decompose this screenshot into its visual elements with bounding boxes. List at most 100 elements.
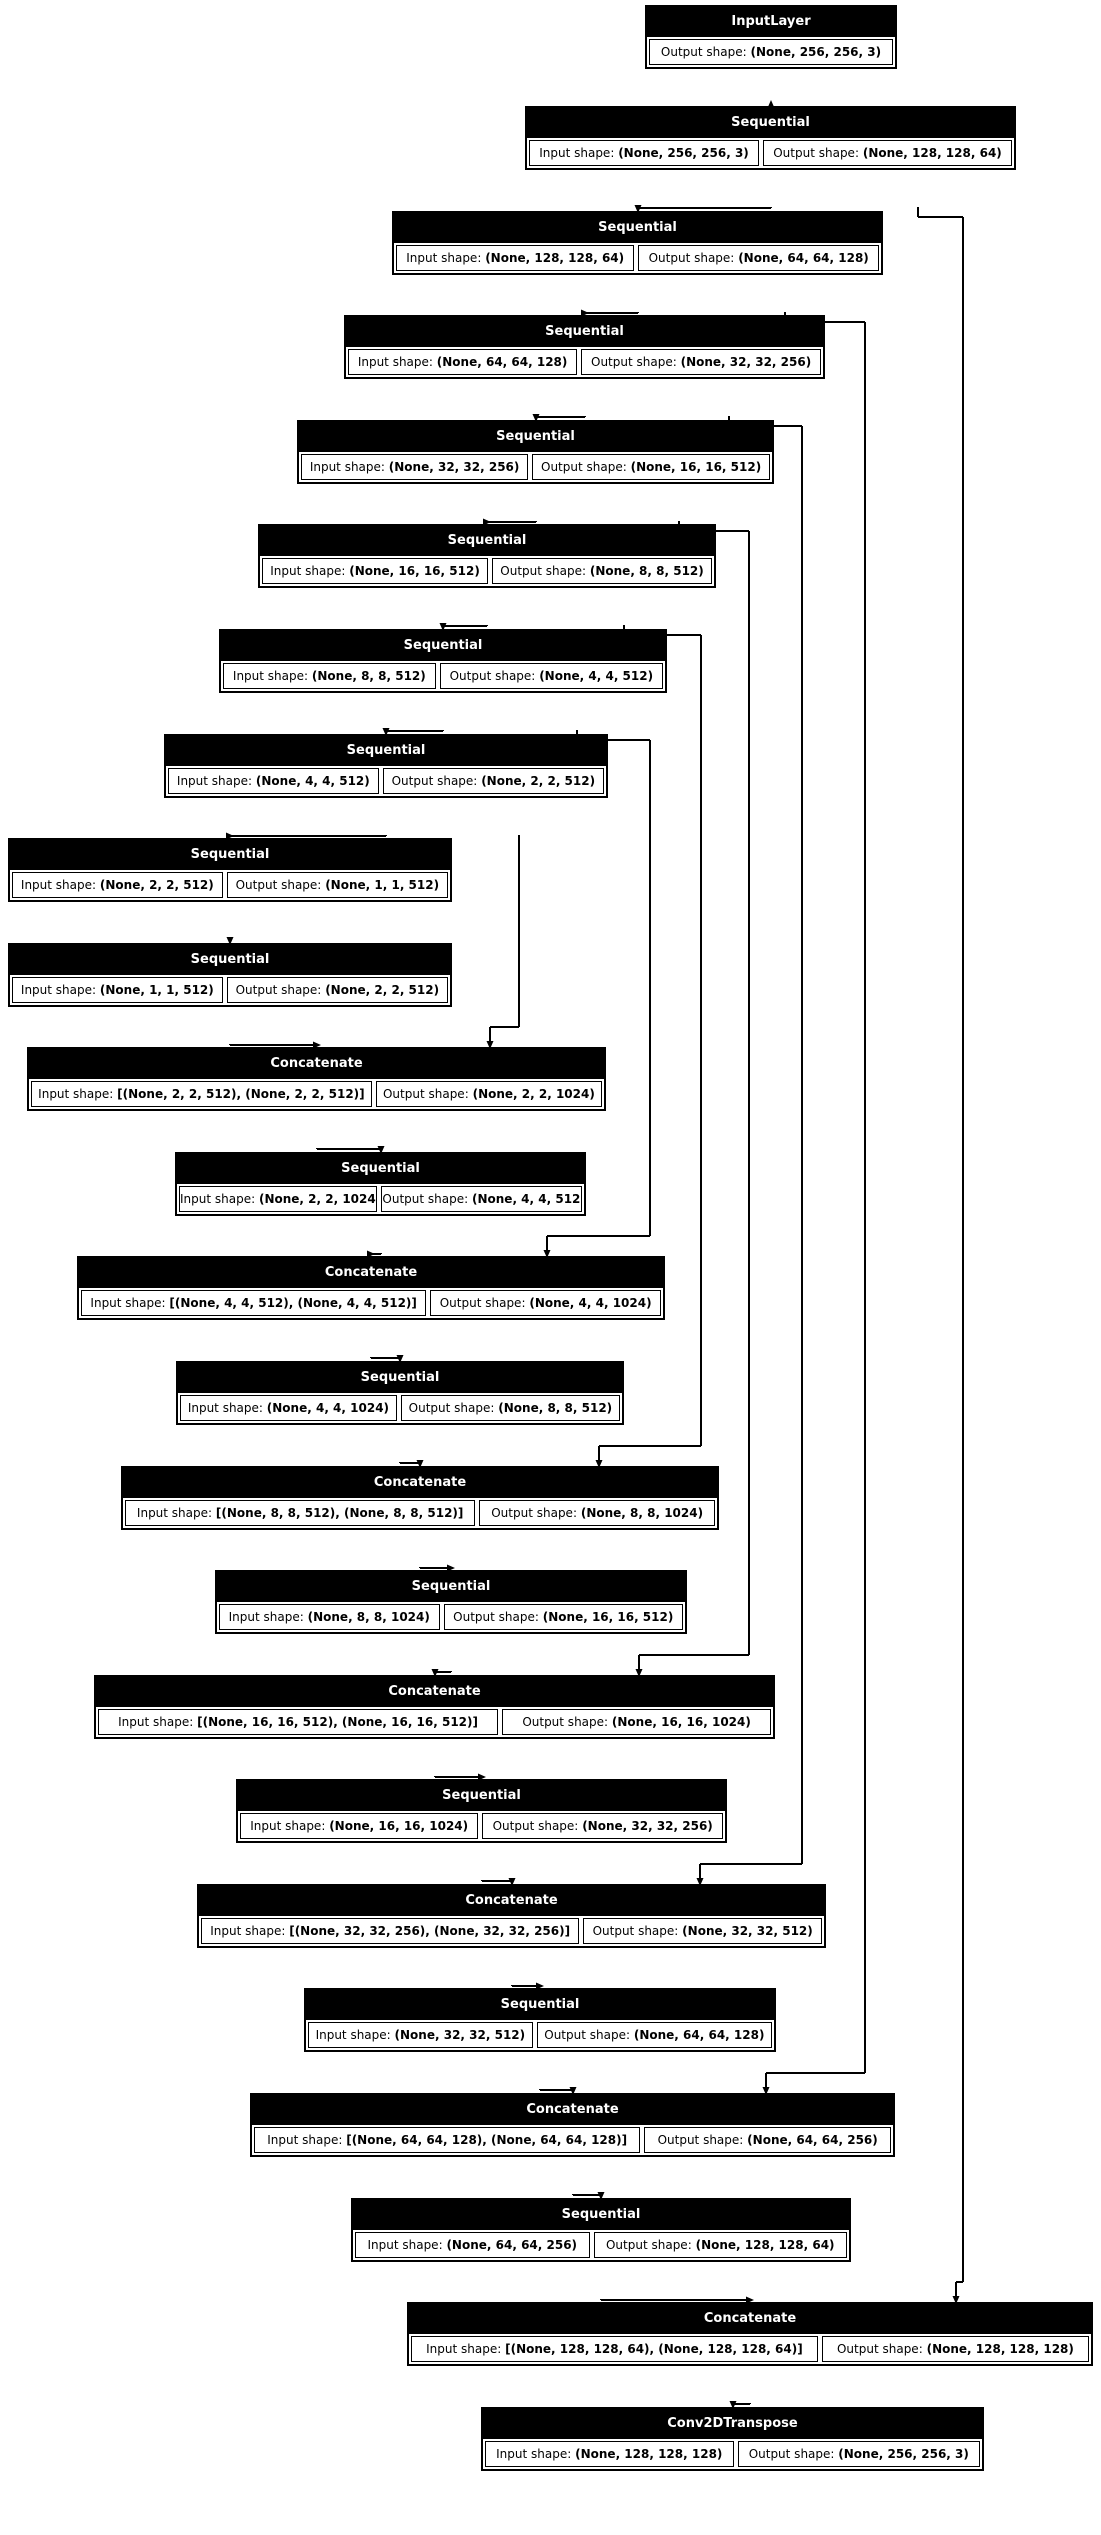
node-shape-row: Input shape: (None, 4, 4, 1024)Output sh… bbox=[178, 1393, 622, 1423]
node-shape-row: Input shape: (None, 64, 64, 128)Output s… bbox=[346, 347, 823, 377]
node-shape-row: Input shape: [(None, 8, 8, 512), (None, … bbox=[123, 1498, 717, 1528]
node-title: Sequential bbox=[306, 1990, 774, 2020]
node-output-shape: Output shape: (None, 32, 32, 256) bbox=[581, 349, 821, 375]
node-output-shape: Output shape: (None, 8, 8, 512) bbox=[492, 558, 712, 584]
node-shape-row: Input shape: (None, 8, 8, 512)Output sha… bbox=[221, 661, 665, 691]
node-output-shape: Output shape: (None, 16, 16, 1024) bbox=[502, 1709, 772, 1735]
node-title: Sequential bbox=[166, 736, 606, 766]
node-shape-row: Output shape: (None, 256, 256, 3) bbox=[647, 37, 895, 67]
node-shape-row: Input shape: (None, 128, 128, 128)Output… bbox=[483, 2439, 982, 2469]
node-shape-row: Input shape: (None, 64, 64, 256)Output s… bbox=[353, 2230, 849, 2260]
node-title: Conv2DTranspose bbox=[483, 2409, 982, 2439]
node-shape-row: Input shape: [(None, 4, 4, 512), (None, … bbox=[79, 1288, 663, 1318]
node-shape-row: Input shape: [(None, 64, 64, 128), (None… bbox=[252, 2125, 893, 2155]
node-output-shape: Output shape: (None, 64, 64, 128) bbox=[638, 245, 880, 271]
node-title: Concatenate bbox=[79, 1258, 663, 1288]
node-shape-row: Input shape: (None, 128, 128, 64)Output … bbox=[394, 243, 881, 273]
node-output-shape: Output shape: (None, 8, 8, 1024) bbox=[479, 1500, 715, 1526]
node-output-shape: Output shape: (None, 2, 2, 512) bbox=[226, 977, 448, 1003]
node-title: Sequential bbox=[177, 1154, 584, 1184]
node-input-shape: Input shape: (None, 8, 8, 512) bbox=[223, 663, 436, 689]
node-output-shape: Output shape: (None, 2, 2, 512) bbox=[382, 768, 604, 794]
node-output-shape: Output shape: (None, 256, 256, 3) bbox=[649, 39, 893, 65]
node-title: Concatenate bbox=[252, 2095, 893, 2125]
node-input-shape: Input shape: (None, 1, 1, 512) bbox=[12, 977, 223, 1003]
node-input-shape: Input shape: (None, 32, 32, 256) bbox=[301, 454, 529, 480]
node-shape-row: Input shape: (None, 8, 8, 1024)Output sh… bbox=[217, 1602, 685, 1632]
node-output-shape: Output shape: (None, 2, 2, 1024) bbox=[375, 1081, 602, 1107]
node-input-shape: Input shape: (None, 256, 256, 3) bbox=[529, 140, 760, 166]
node-input-shape: Input shape: (None, 4, 4, 512) bbox=[168, 768, 379, 794]
node-shape-row: Input shape: (None, 32, 32, 512)Output s… bbox=[306, 2020, 774, 2050]
node-output-shape: Output shape: (None, 128, 128, 64) bbox=[763, 140, 1013, 166]
node-shape-row: Input shape: (None, 16, 16, 1024)Output … bbox=[238, 1811, 725, 1841]
node-input-shape: Input shape: [(None, 8, 8, 512), (None, … bbox=[125, 1500, 476, 1526]
node-input-shape: Input shape: (None, 128, 128, 128) bbox=[485, 2441, 734, 2467]
node-input-shape: Input shape: (None, 128, 128, 64) bbox=[396, 245, 635, 271]
node-input-shape: Input shape: (None, 2, 2, 512) bbox=[12, 872, 223, 898]
node-shape-row: Input shape: [(None, 2, 2, 512), (None, … bbox=[29, 1079, 604, 1109]
node-title: Sequential bbox=[10, 945, 450, 975]
node-output-shape: Output shape: (None, 128, 128, 128) bbox=[821, 2336, 1090, 2362]
node-title: InputLayer bbox=[647, 7, 895, 37]
node-input-shape: Input shape: (None, 16, 16, 1024) bbox=[240, 1813, 479, 1839]
node-title: Sequential bbox=[346, 317, 823, 347]
node-title: Sequential bbox=[394, 213, 881, 243]
node-output-shape: Output shape: (None, 16, 16, 512) bbox=[443, 1604, 683, 1630]
node-input-shape: Input shape: (None, 2, 2, 1024) bbox=[179, 1186, 378, 1212]
node-input-shape: Input shape: (None, 16, 16, 512) bbox=[262, 558, 489, 584]
node-shape-row: Input shape: [(None, 32, 32, 256), (None… bbox=[199, 1916, 824, 1946]
node-title: Sequential bbox=[178, 1363, 622, 1393]
node-title: Sequential bbox=[238, 1781, 725, 1811]
node-output-shape: Output shape: (None, 64, 64, 256) bbox=[644, 2127, 891, 2153]
node-title: Sequential bbox=[353, 2200, 849, 2230]
node-title: Concatenate bbox=[96, 1677, 773, 1707]
node-shape-row: Input shape: (None, 2, 2, 1024)Output sh… bbox=[177, 1184, 584, 1214]
node-shape-row: Input shape: [(None, 16, 16, 512), (None… bbox=[96, 1707, 773, 1737]
node-output-shape: Output shape: (None, 256, 256, 3) bbox=[737, 2441, 981, 2467]
node-input-shape: Input shape: [(None, 16, 16, 512), (None… bbox=[98, 1709, 499, 1735]
skip-connection-edges bbox=[486, 207, 964, 2304]
node-output-shape: Output shape: (None, 8, 8, 512) bbox=[400, 1395, 620, 1421]
node-title: Concatenate bbox=[29, 1049, 604, 1079]
node-shape-row: Input shape: (None, 32, 32, 256)Output s… bbox=[299, 452, 772, 482]
node-title: Sequential bbox=[527, 108, 1014, 138]
node-input-shape: Input shape: [(None, 4, 4, 512), (None, … bbox=[81, 1290, 427, 1316]
node-shape-row: Input shape: (None, 4, 4, 512)Output sha… bbox=[166, 766, 606, 796]
node-input-shape: Input shape: (None, 4, 4, 1024) bbox=[180, 1395, 397, 1421]
node-input-shape: Input shape: (None, 8, 8, 1024) bbox=[219, 1604, 440, 1630]
node-input-shape: Input shape: (None, 64, 64, 256) bbox=[355, 2232, 590, 2258]
node-output-shape: Output shape: (None, 64, 64, 128) bbox=[536, 2022, 772, 2048]
node-shape-row: Input shape: (None, 16, 16, 512)Output s… bbox=[260, 556, 714, 586]
node-title: Concatenate bbox=[409, 2304, 1091, 2334]
node-input-shape: Input shape: [(None, 2, 2, 512), (None, … bbox=[31, 1081, 372, 1107]
node-input-shape: Input shape: [(None, 32, 32, 256), (None… bbox=[201, 1918, 580, 1944]
node-output-shape: Output shape: (None, 32, 32, 512) bbox=[583, 1918, 822, 1944]
node-title: Sequential bbox=[221, 631, 665, 661]
node-output-shape: Output shape: (None, 4, 4, 1024) bbox=[430, 1290, 661, 1316]
